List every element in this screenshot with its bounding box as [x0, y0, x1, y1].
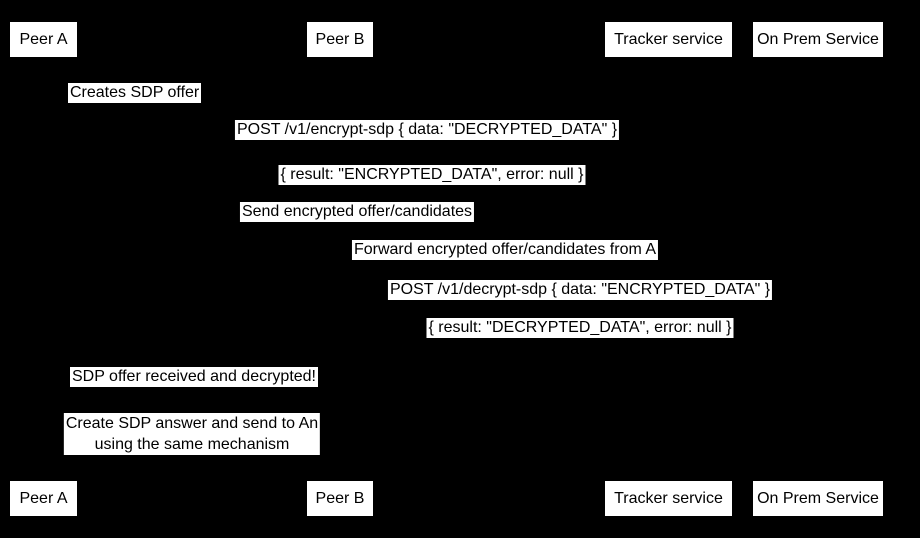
actor-bottom-on-prem-service: On Prem Service [753, 481, 883, 516]
message-create-sdp-answer: Create SDP answer and send to An using t… [63, 413, 321, 455]
actor-bottom-peer-a: Peer A [10, 481, 77, 516]
message-creates-sdp-offer: Creates SDP offer [68, 83, 202, 103]
message-send-encrypted-offer: Send encrypted offer/candidates [239, 202, 475, 222]
actor-top-peer-b: Peer B [307, 22, 373, 57]
actor-top-on-prem-service: On Prem Service [753, 22, 883, 57]
message-sdp-offer-received: SDP offer received and decrypted! [70, 367, 318, 387]
message-forward-encrypted-offer: Forward encrypted offer/candidates from … [351, 240, 659, 260]
message-post-decrypt-sdp: POST /v1/decrypt-sdp { data: "ENCRYPTED_… [387, 280, 773, 300]
message-encrypt-result: { result: "ENCRYPTED_DATA", error: null … [278, 165, 586, 185]
actor-top-peer-a: Peer A [10, 22, 77, 57]
actor-bottom-peer-b: Peer B [307, 481, 373, 516]
actor-top-tracker-service: Tracker service [605, 22, 732, 57]
message-decrypt-result: { result: "DECRYPTED_DATA", error: null … [426, 318, 734, 338]
message-post-encrypt-sdp: POST /v1/encrypt-sdp { data: "DECRYPTED_… [234, 120, 620, 140]
actor-bottom-tracker-service: Tracker service [605, 481, 732, 516]
